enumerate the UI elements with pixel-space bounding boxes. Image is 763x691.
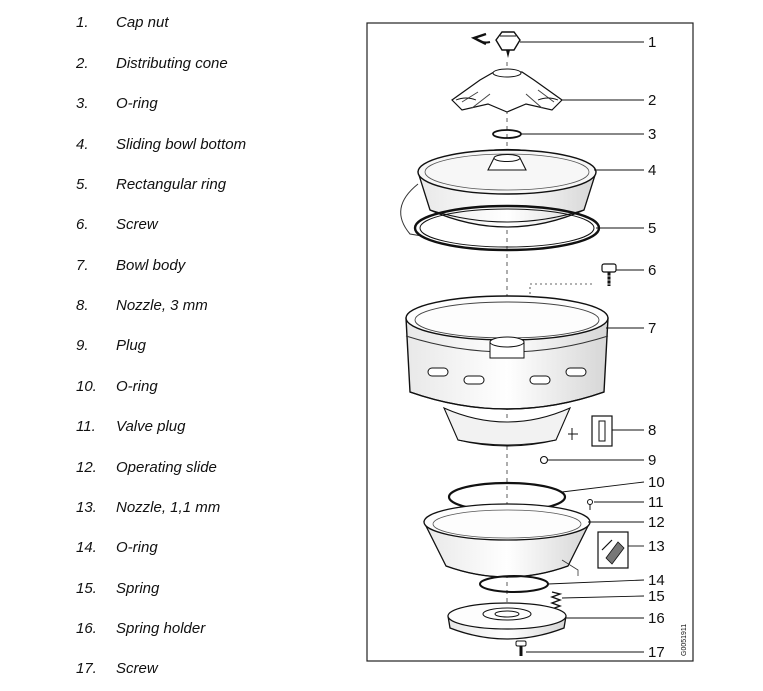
exploded-view-drawing: 1 2 3 4 5 6 7 8 9 10 11 12 13 14 15 16 1… xyxy=(366,22,694,662)
nozzle-leader xyxy=(561,559,579,576)
nozzle-1-1mm-part xyxy=(597,531,629,569)
figure-code: G0051911 xyxy=(681,624,688,656)
part-number: 5. xyxy=(76,176,89,193)
part-number: 16. xyxy=(76,620,97,637)
part-number: 6. xyxy=(76,216,89,233)
list-item: 7. Bowl body xyxy=(0,257,360,279)
list-item: 15. Spring xyxy=(0,580,360,602)
part-name: Screw xyxy=(116,660,158,677)
part-number: 3. xyxy=(76,95,89,112)
list-item: 2. Distributing cone xyxy=(0,55,360,77)
part-number: 11. xyxy=(76,418,96,435)
callout-label: 10 xyxy=(648,474,665,491)
bowl-body-part xyxy=(405,295,609,447)
distributing-cone-part xyxy=(451,68,563,113)
part-name: Spring holder xyxy=(116,620,206,637)
part-name: Spring xyxy=(116,580,160,597)
parts-list: 1. Cap nut 2. Distributing cone 3. O-ring 4… xyxy=(0,0,360,691)
part-number: 2. xyxy=(76,55,89,72)
part-number: 10. xyxy=(76,378,97,395)
part-name: Screw xyxy=(116,216,158,233)
valve-plug-part xyxy=(587,499,593,510)
part-number: 13. xyxy=(76,499,97,516)
part-name: Nozzle, 3 mm xyxy=(116,297,208,314)
callout-label: 3 xyxy=(648,126,656,143)
callout-label: 16 xyxy=(648,610,665,627)
callout-label: 1 xyxy=(648,34,656,51)
part-number: 15. xyxy=(76,580,97,597)
part-name: O-ring xyxy=(116,539,158,556)
list-item: 13. Nozzle, 1,1 mm xyxy=(0,499,360,521)
callout-label: 15 xyxy=(648,588,665,605)
callout-label: 14 xyxy=(648,572,665,589)
callout-label: 7 xyxy=(648,320,656,337)
part-name: Sliding bowl bottom xyxy=(116,136,247,153)
part-number: 9. xyxy=(76,337,89,354)
part-name: Valve plug xyxy=(116,418,186,435)
list-item: 4. Sliding bowl bottom xyxy=(0,136,360,158)
sliding-bowl-bottom-part xyxy=(417,148,597,228)
callout-label: 12 xyxy=(648,514,665,531)
callout-label: 2 xyxy=(648,92,656,109)
list-item: 8. Nozzle, 3 mm xyxy=(0,297,360,319)
callout-label: 4 xyxy=(648,162,656,179)
exploded-view-figure: 1 2 3 4 5 6 7 8 9 10 11 12 13 14 15 16 1… xyxy=(366,22,694,662)
callout-label: 6 xyxy=(648,262,656,279)
list-item: 11. Valve plug xyxy=(0,418,360,440)
plug-part xyxy=(539,455,549,465)
part-number: 1. xyxy=(76,14,89,31)
operating-slide-part xyxy=(423,503,591,578)
part-number: 12. xyxy=(76,459,97,476)
list-item: 12. Operating slide xyxy=(0,459,360,481)
part-name: Cap nut xyxy=(116,14,169,31)
part-name: Nozzle, 1,1 mm xyxy=(116,499,221,516)
list-item: 9. Plug xyxy=(0,337,360,359)
part-name: Distributing cone xyxy=(116,55,228,72)
part-number: 14. xyxy=(76,539,97,556)
flip-arrow-icon xyxy=(400,183,423,237)
callout-label: 5 xyxy=(648,220,656,237)
spring-holder-part xyxy=(447,602,567,640)
nozzle-3mm-part xyxy=(568,415,613,447)
part-name: Plug xyxy=(116,337,147,354)
callout-label: 11 xyxy=(648,494,664,511)
callout-label: 17 xyxy=(648,644,665,661)
part-name: O-ring xyxy=(116,378,158,395)
callout-leaders xyxy=(520,41,645,653)
part-number: 4. xyxy=(76,136,89,153)
list-item: 1. Cap nut xyxy=(0,14,360,36)
callout-label: 13 xyxy=(648,538,665,555)
cap-nut-part xyxy=(495,31,521,58)
part-name: Bowl body xyxy=(116,257,186,274)
list-item: 10. O-ring xyxy=(0,378,360,400)
list-item: 6. Screw xyxy=(0,216,360,238)
part-number: 8. xyxy=(76,297,89,314)
part-name: O-ring xyxy=(116,95,158,112)
part-number: 17. xyxy=(76,660,97,677)
screw-part-bottom xyxy=(515,640,527,656)
list-item: 16. Spring holder xyxy=(0,620,360,642)
part-name: Rectangular ring xyxy=(116,176,227,193)
list-item: 17. Screw xyxy=(0,660,360,682)
callout-label: 8 xyxy=(648,422,656,439)
list-item: 5. Rectangular ring xyxy=(0,176,360,198)
list-item: 3. O-ring xyxy=(0,95,360,117)
screw-part-top xyxy=(601,263,617,286)
part-name: Operating slide xyxy=(116,459,217,476)
list-item: 14. O-ring xyxy=(0,539,360,561)
callout-label: 9 xyxy=(648,452,656,469)
part-number: 7. xyxy=(76,257,89,274)
rotate-arrow-icon xyxy=(470,32,491,46)
